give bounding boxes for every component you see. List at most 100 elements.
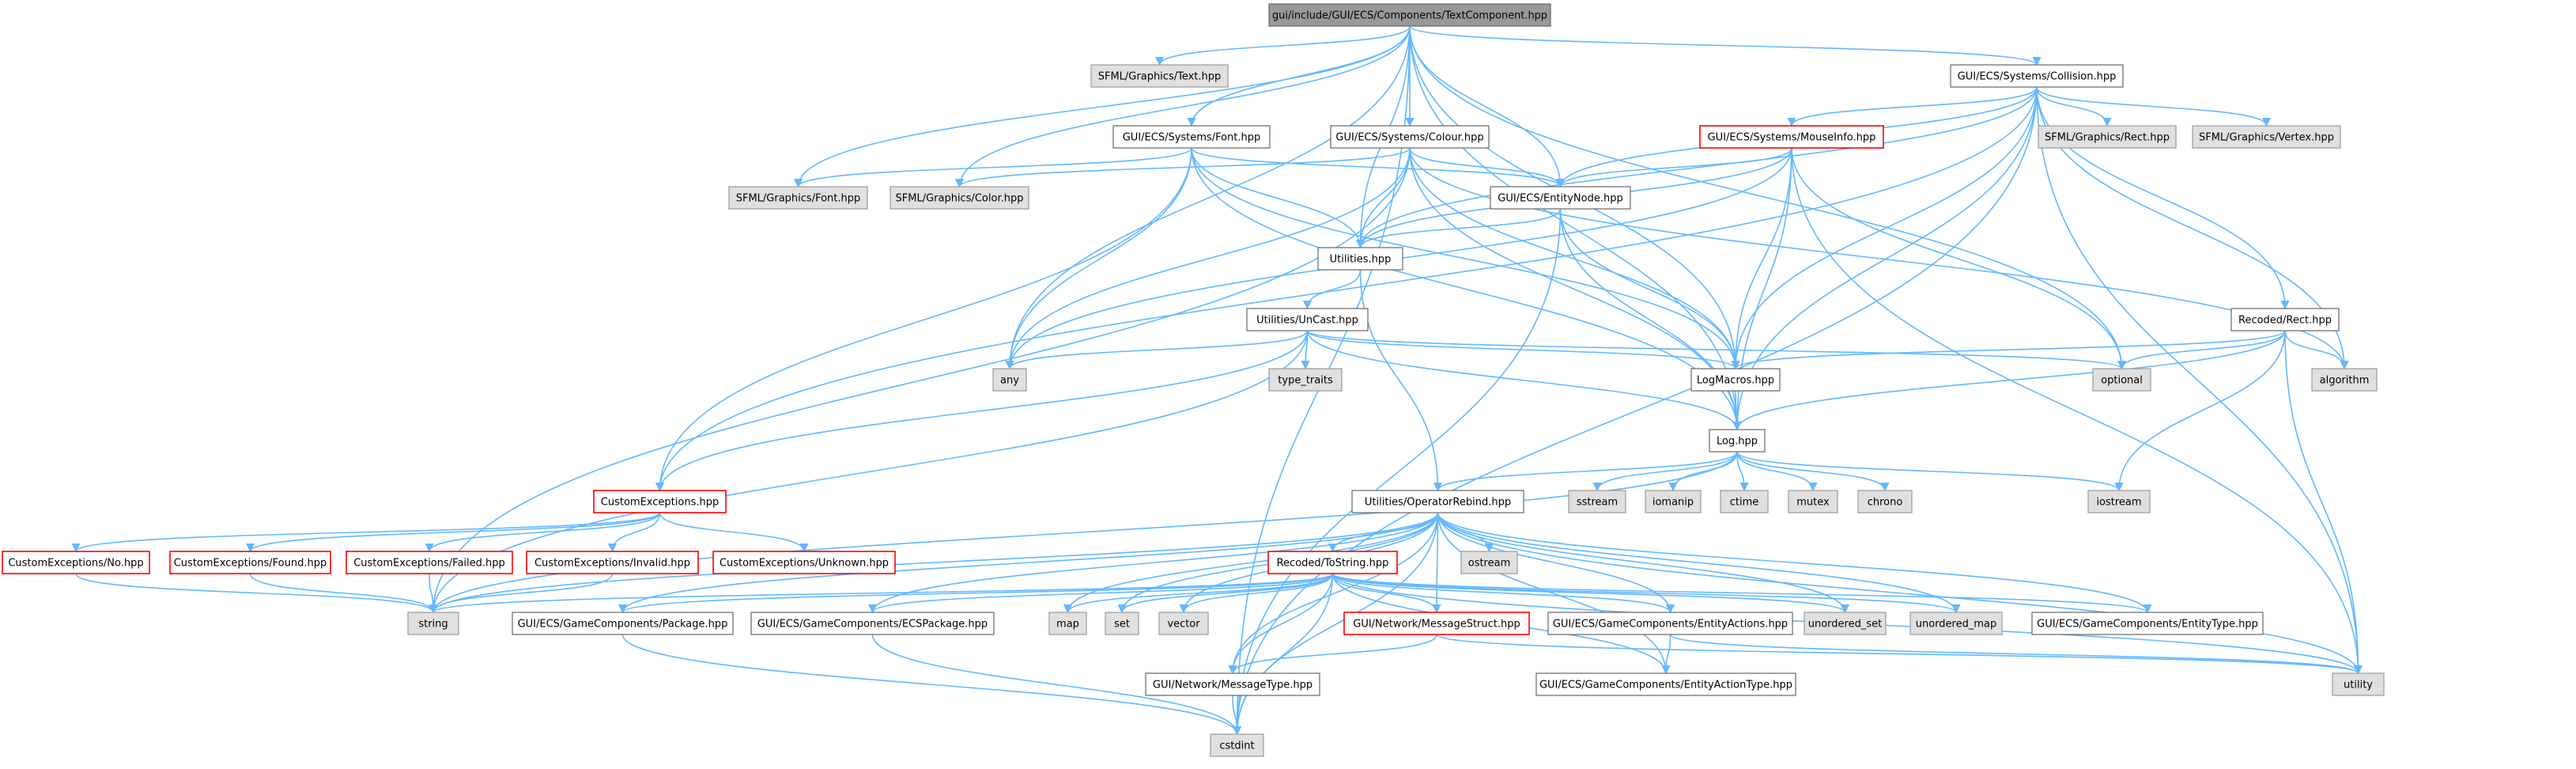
node-label-ce_unknown: CustomExceptions/Unknown.hpp [720,558,889,570]
edge-tostring-to-messagetype [1228,573,1334,675]
node-sfml-graphics-font-hpp[interactable]: SFML/Graphics/Font.hpp [728,186,868,210]
edge-uncast-to-log [1306,330,1742,431]
node-chrono[interactable]: chrono [1857,490,1913,513]
edge-colour-to-any [1005,147,1411,370]
node-gui-ecs-systems-colour-hpp[interactable]: GUI/ECS/Systems/Colour.hpp [1330,125,1490,149]
edge-tostring-to-unordered_set [1331,573,1849,614]
node-gui-ecs-systems-collision-hpp[interactable]: GUI/ECS/Systems/Collision.hpp [1950,64,2124,88]
node-unordered-set[interactable]: unordered_set [1804,612,1887,635]
node-customexceptions-unknown-hpp[interactable]: CustomExceptions/Unknown.hpp [712,551,896,574]
node-gui-include-gui-ecs-components-textcomponent-hpp[interactable]: gui/include/GUI/ECS/Components/TextCompo… [1268,3,1551,27]
edge-utilities-to-uncast [1302,269,1362,310]
edge-collision-to-logmacros [1731,86,2038,370]
node-map[interactable]: map [1048,612,1087,635]
node-label-entitynode: GUI/ECS/EntityNode.hpp [1498,193,1622,205]
node-optional[interactable]: optional [2092,368,2151,392]
node-box-gc_ecspackage [750,612,995,635]
node-label-iostream: iostream [2096,497,2141,509]
node-logmacros-hpp[interactable]: LogMacros.hpp [1690,368,1781,392]
edge-root-to-any [1005,25,1411,370]
node-utilities-operatorrebind-hpp[interactable]: Utilities/OperatorRebind.hpp [1351,490,1524,513]
node-gui-ecs-entitynode-hpp[interactable]: GUI/ECS/EntityNode.hpp [1490,186,1631,210]
node-gui-ecs-gamecomponents-ecspackage-hpp[interactable]: GUI/ECS/GameComponents/ECSPackage.hpp [750,612,995,635]
node-customexceptions-failed-hpp[interactable]: CustomExceptions/Failed.hpp [346,551,513,574]
edge-mouseinfo-to-logmacros [1731,147,1792,370]
edge-operatorrebind-to-map [1063,512,1439,614]
edge-customexceptions-to-ce_failed [425,512,661,553]
node-gui-ecs-systems-mouseinfo-hpp[interactable]: GUI/ECS/Systems/MouseInfo.hpp [1699,125,1884,149]
node-box-ctime [1720,490,1769,513]
edge-collision-to-customexceptions [655,86,2038,492]
node-box-root [1268,3,1551,27]
edge-tostring-to-vector [1179,573,1334,614]
node-box-ce_found [169,551,331,574]
edge-collision-to-utility [2036,86,2363,675]
node-any[interactable]: any [992,368,1027,392]
node-set[interactable]: set [1105,612,1139,635]
node-algorithm[interactable]: algorithm [2311,368,2378,392]
node-utilities-hpp[interactable]: Utilities.hpp [1317,247,1403,271]
node-string[interactable]: string [407,612,459,635]
node-sfml-graphics-text-hpp[interactable]: SFML/Graphics/Text.hpp [1090,64,1229,88]
node-gui-ecs-gamecomponents-entitytype-hpp[interactable]: GUI/ECS/GameComponents/EntityType.hpp [2031,612,2264,635]
node-gui-network-messagetype-hpp[interactable]: GUI/Network/MessageType.hpp [1145,672,1320,696]
node-cstdint[interactable]: cstdint [1210,733,1264,757]
edge-customexceptions-to-ce_no [71,512,661,553]
node-recoded-tostring-hpp[interactable]: Recoded/ToString.hpp [1267,551,1398,574]
node-unordered-map[interactable]: unordered_map [1909,612,2003,635]
node-label-customexceptions: CustomExceptions.hpp [601,497,719,509]
edge-messagestruct-to-utility [1436,634,2363,675]
node-customexceptions-found-hpp[interactable]: CustomExceptions/Found.hpp [169,551,331,574]
node-type-traits[interactable]: type_traits [1268,368,1343,392]
node-gui-ecs-gamecomponents-entityactions-hpp[interactable]: GUI/ECS/GameComponents/EntityActions.hpp [1547,612,1793,635]
node-label-vector: vector [1167,619,1200,631]
node-label-cstdint: cstdint [1219,741,1254,752]
node-customexceptions-no-hpp[interactable]: CustomExceptions/No.hpp [2,551,150,574]
edge-log-to-sstream [1592,451,1738,492]
node-label-gc_entityactiontype: GUI/ECS/GameComponents/EntityActionType.… [1539,680,1792,691]
node-gui-ecs-gamecomponents-entityactiontype-hpp[interactable]: GUI/ECS/GameComponents/EntityActionType.… [1535,672,1796,696]
edge-collision-to-mouseinfo [1787,86,2038,127]
node-sfml-graphics-rect-hpp[interactable]: SFML/Graphics/Rect.hpp [2038,125,2177,149]
edge-utilities-to-operatorrebind [1359,269,1443,492]
edge-uncast-to-logmacros [1306,330,1740,370]
edge-log-to-iostream [1736,451,2124,492]
node-box-ce_invalid [526,551,699,574]
node-sfml-graphics-color-hpp[interactable]: SFML/Graphics/Color.hpp [890,186,1029,210]
node-gui-network-messagestruct-hpp[interactable]: GUI/Network/MessageStruct.hpp [1343,612,1530,635]
node-log-hpp[interactable]: Log.hpp [1709,429,1766,453]
node-gui-ecs-gamecomponents-package-hpp[interactable]: GUI/ECS/GameComponents/Package.hpp [512,612,734,635]
node-box-ce_failed [346,551,513,574]
edge-collision-to-cstdint [1232,86,2038,736]
node-box-messagestruct [1343,612,1530,635]
node-label-chrono: chrono [1868,497,1903,509]
node-recoded-rect-hpp[interactable]: Recoded/Rect.hpp [2230,308,2340,331]
node-sfml-graphics-vertex-hpp[interactable]: SFML/Graphics/Vertex.hpp [2192,125,2341,149]
edge-colour-to-sfml_color [955,147,1411,188]
node-iostream[interactable]: iostream [2087,490,2151,513]
node-utilities-uncast-hpp[interactable]: Utilities/UnCast.hpp [1246,308,1369,331]
node-customexceptions-hpp[interactable]: CustomExceptions.hpp [593,490,727,513]
node-label-gc_package: GUI/ECS/GameComponents/Package.hpp [518,619,728,631]
node-sstream[interactable]: sstream [1568,490,1626,513]
edge-customexceptions-to-ce_unknown [659,512,809,553]
node-utility[interactable]: utility [2332,672,2385,696]
edge-ce_found-to-string [249,573,438,614]
node-label-uncast: Utilities/UnCast.hpp [1256,315,1358,327]
node-ctime[interactable]: ctime [1720,490,1769,513]
node-label-iomanip: iomanip [1652,497,1694,509]
edge-recoded_rect-to-algorithm [2284,330,2349,370]
node-iomanip[interactable]: iomanip [1645,490,1702,513]
edge-messagetype-to-cstdint [1232,695,1242,736]
node-gui-ecs-systems-font-hpp[interactable]: GUI/ECS/Systems/Font.hpp [1112,125,1271,149]
node-box-iostream [2087,490,2151,513]
node-label-utility: utility [2344,680,2373,691]
edge-ce_no-to-string [75,573,438,614]
node-box-font [1112,125,1271,149]
node-mutex[interactable]: mutex [1788,490,1838,513]
node-box-entitynode [1490,186,1631,210]
node-ostream[interactable]: ostream [1460,551,1518,574]
node-customexceptions-invalid-hpp[interactable]: CustomExceptions/Invalid.hpp [526,551,699,574]
edge-font-to-any [1005,147,1192,370]
node-vector[interactable]: vector [1158,612,1209,635]
